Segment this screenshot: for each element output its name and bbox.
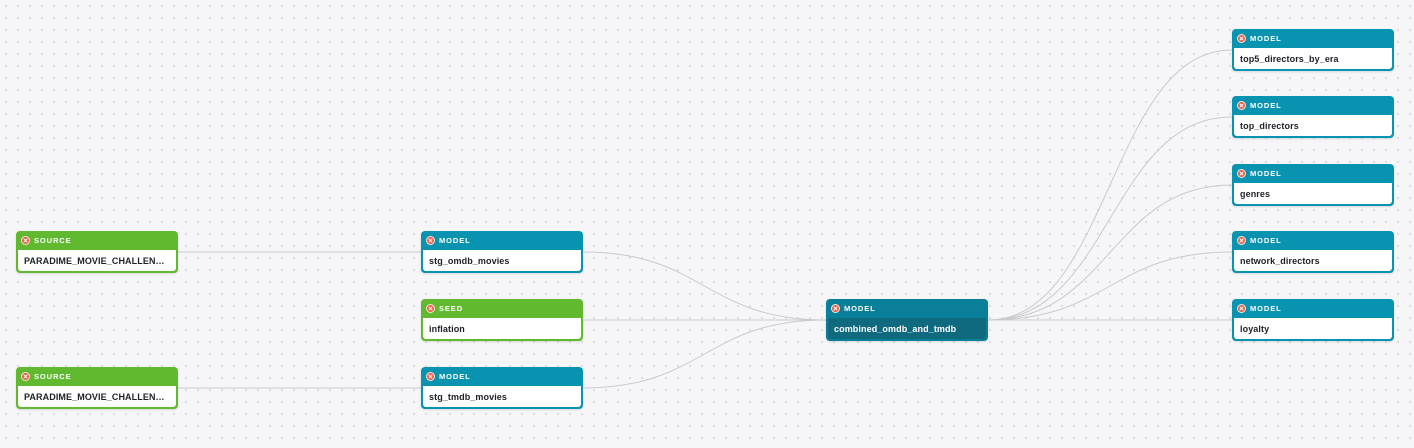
edge-stg-omdb-to-combined xyxy=(582,251,827,321)
node-type-label: MODEL xyxy=(844,303,876,313)
node-name-label: stg_tmdb_movies xyxy=(429,391,508,402)
node-name-label: stg_omdb_movies xyxy=(429,255,510,266)
node-header: MODEL xyxy=(1232,29,1394,48)
node-loyalty[interactable]: MODEL loyalty xyxy=(1232,299,1394,341)
node-name-label: inflation xyxy=(429,323,465,334)
error-status-icon xyxy=(831,304,840,313)
node-stg-tmdb[interactable]: MODEL stg_tmdb_movies xyxy=(421,367,583,409)
node-type-label: MODEL xyxy=(1250,168,1282,178)
error-status-icon xyxy=(426,236,435,245)
node-header: MODEL xyxy=(1232,231,1394,250)
error-status-icon xyxy=(426,304,435,313)
node-type-label: MODEL xyxy=(1250,33,1282,43)
node-name-label: genres xyxy=(1240,188,1271,199)
edge-combined-to-netdir xyxy=(987,251,1233,321)
node-body: genres xyxy=(1234,183,1392,204)
node-type-label: MODEL xyxy=(1250,303,1282,313)
node-netdir[interactable]: MODEL network_directors xyxy=(1232,231,1394,273)
node-body: stg_omdb_movies xyxy=(423,250,581,271)
node-type-label: MODEL xyxy=(1250,100,1282,110)
error-status-icon xyxy=(426,372,435,381)
node-header: MODEL xyxy=(421,367,583,386)
error-status-icon xyxy=(1237,101,1246,110)
node-body: top5_directors_by_era xyxy=(1234,48,1392,69)
error-status-icon xyxy=(21,236,30,245)
node-type-label: SOURCE xyxy=(34,371,72,381)
node-header: MODEL xyxy=(421,231,583,250)
node-top5[interactable]: MODEL top5_directors_by_era xyxy=(1232,29,1394,71)
node-header: MODEL xyxy=(1232,164,1394,183)
node-combined[interactable]: MODEL combined_omdb_and_tmdb xyxy=(826,299,988,341)
error-status-icon xyxy=(1237,169,1246,178)
node-header: MODEL xyxy=(1232,299,1394,318)
node-body: stg_tmdb_movies xyxy=(423,386,581,407)
node-topdir[interactable]: MODEL top_directors xyxy=(1232,96,1394,138)
node-body: top_directors xyxy=(1234,115,1392,136)
node-body: network_directors xyxy=(1234,250,1392,271)
node-type-label: SOURCE xyxy=(34,235,72,245)
node-body: loyalty xyxy=(1234,318,1392,339)
node-header: SOURCE xyxy=(16,367,178,386)
error-status-icon xyxy=(1237,236,1246,245)
node-name-label: loyalty xyxy=(1240,323,1270,334)
error-status-icon xyxy=(1237,34,1246,43)
error-status-icon xyxy=(1237,304,1246,313)
edge-combined-to-topdir xyxy=(987,116,1233,321)
edge-combined-to-top5 xyxy=(987,49,1233,321)
node-type-label: MODEL xyxy=(439,371,471,381)
node-name-label: network_directors xyxy=(1240,255,1320,266)
node-src1[interactable]: SOURCE PARADIME_MOVIE_CHALLENGE… xyxy=(16,231,178,273)
node-body: PARADIME_MOVIE_CHALLENGE… xyxy=(18,386,176,407)
node-header: SOURCE xyxy=(16,231,178,250)
node-name-label: PARADIME_MOVIE_CHALLENGE… xyxy=(24,391,170,402)
node-header: MODEL xyxy=(826,299,988,318)
node-name-label: top5_directors_by_era xyxy=(1240,53,1339,64)
edge-stg-tmdb-to-combined xyxy=(582,319,827,389)
node-type-label: MODEL xyxy=(439,235,471,245)
node-inflation[interactable]: SEED inflation xyxy=(421,299,583,341)
edge-combined-to-genres xyxy=(987,184,1233,321)
node-type-label: SEED xyxy=(439,303,464,313)
node-genres[interactable]: MODEL genres xyxy=(1232,164,1394,206)
node-header: SEED xyxy=(421,299,583,318)
node-type-label: MODEL xyxy=(1250,235,1282,245)
node-body: combined_omdb_and_tmdb xyxy=(828,318,986,339)
node-name-label: combined_omdb_and_tmdb xyxy=(834,323,957,334)
node-body: PARADIME_MOVIE_CHALLENGE… xyxy=(18,250,176,271)
error-status-icon xyxy=(21,372,30,381)
node-name-label: PARADIME_MOVIE_CHALLENGE… xyxy=(24,255,170,266)
node-stg-omdb[interactable]: MODEL stg_omdb_movies xyxy=(421,231,583,273)
node-name-label: top_directors xyxy=(1240,120,1299,131)
node-src2[interactable]: SOURCE PARADIME_MOVIE_CHALLENGE… xyxy=(16,367,178,409)
node-body: inflation xyxy=(423,318,581,339)
node-header: MODEL xyxy=(1232,96,1394,115)
